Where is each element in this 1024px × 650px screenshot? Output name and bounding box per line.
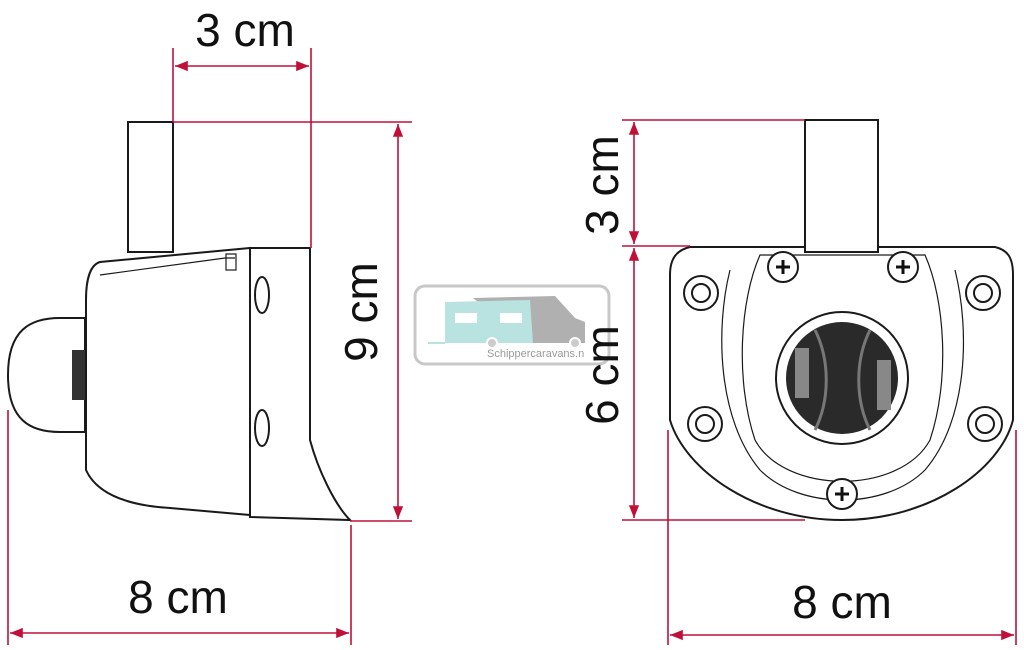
side-view-dimensions <box>7 48 412 645</box>
side-width-top-label: 3 cm <box>195 4 295 56</box>
phillips-screws <box>767 251 919 510</box>
screw-holes <box>683 275 1003 442</box>
front-body-height-label: 6 cm <box>576 325 628 425</box>
watermark-logo: Schippercaravans.n <box>413 284 611 366</box>
side-width-bottom-label: 8 cm <box>128 571 228 623</box>
side-height-label: 9 cm <box>335 262 387 362</box>
watermark-text: Schippercaravans.n <box>487 348 584 360</box>
front-view-camera <box>669 119 1014 522</box>
front-post-height-label: 3 cm <box>576 135 628 235</box>
side-view-camera <box>6 121 353 522</box>
front-view-dimensions <box>622 119 1017 645</box>
front-width-label: 8 cm <box>792 576 892 628</box>
